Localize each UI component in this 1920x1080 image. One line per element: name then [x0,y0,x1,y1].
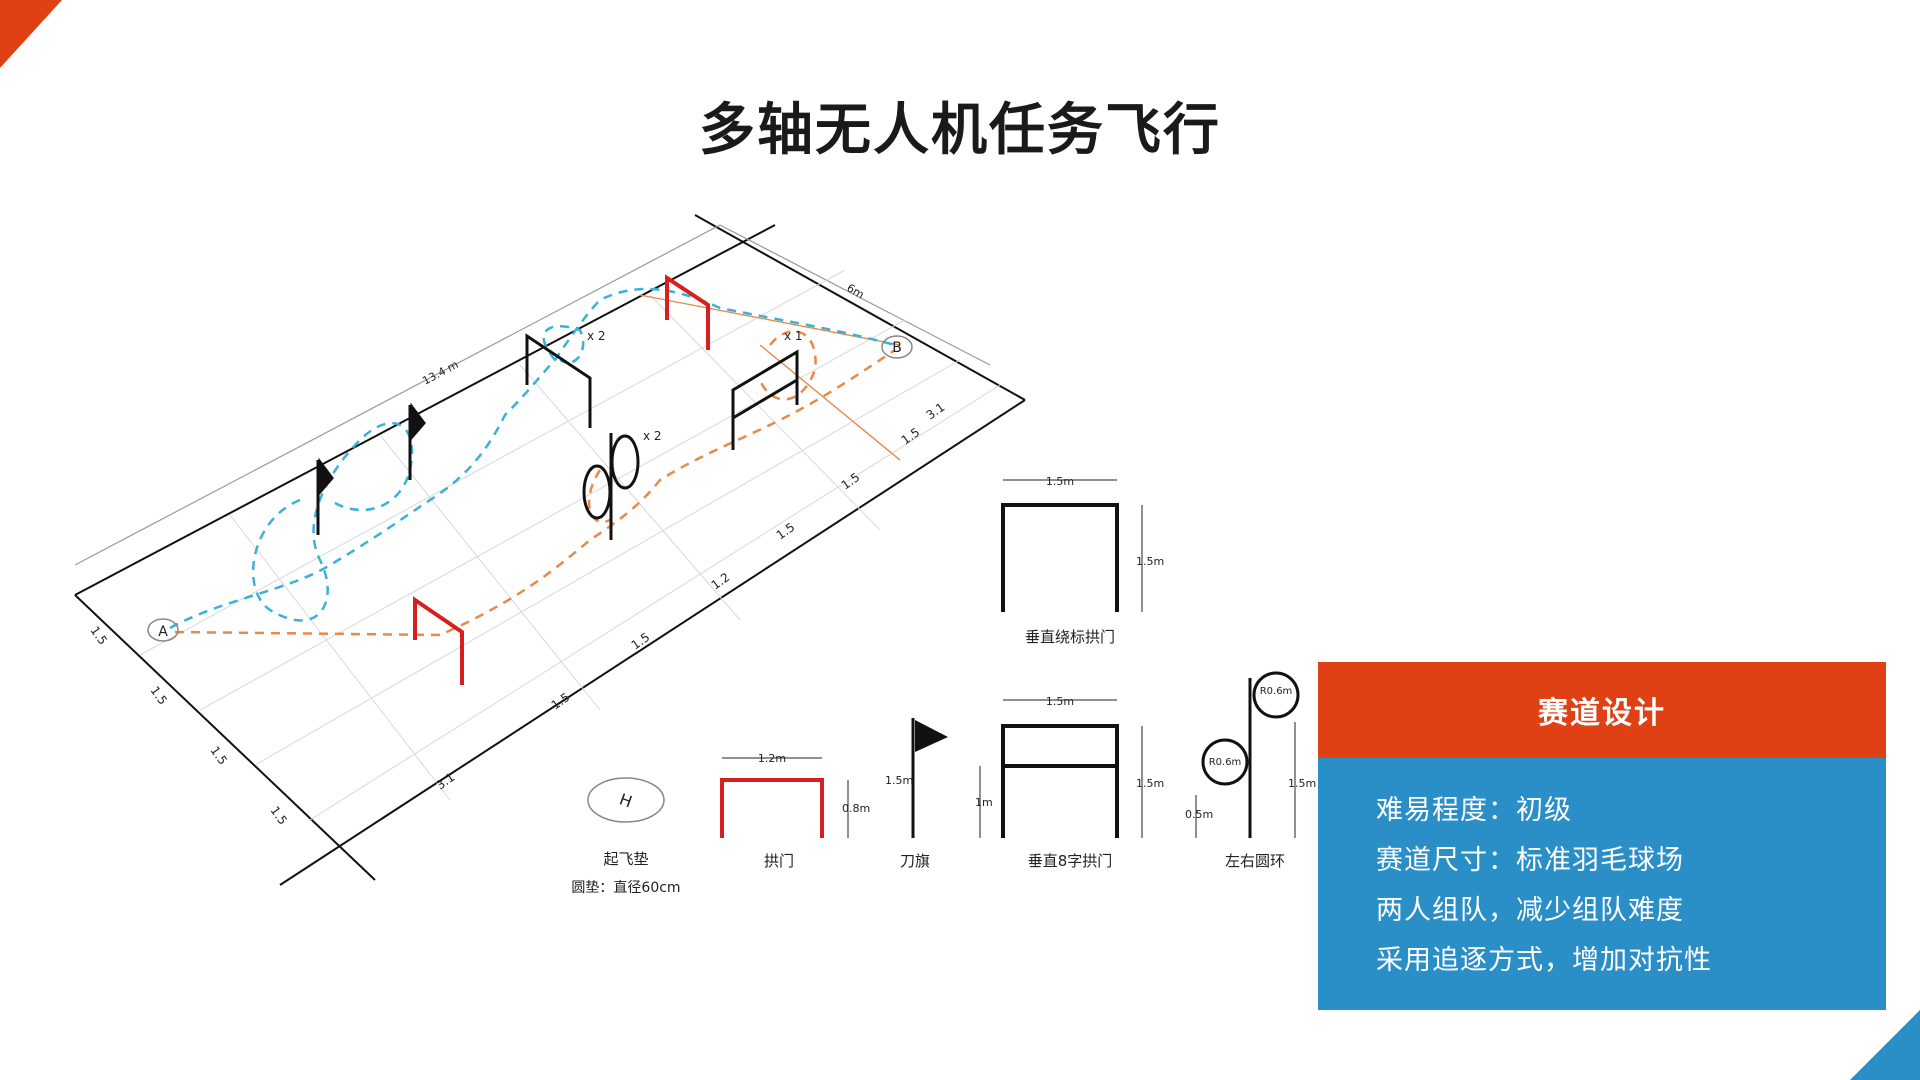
svg-text:1.2m: 1.2m [758,752,786,765]
field-grid [139,269,1001,821]
black-gate-top [525,333,592,428]
flag-left [316,457,334,535]
legend-takeoff-pad: H 起飞垫 圆垫：直径60cm [571,777,681,896]
svg-text:1.5: 1.5 [839,470,863,492]
figure8-gate-field [731,349,799,450]
svg-text:1.5m: 1.5m [885,774,913,787]
page-title: 多轴无人机任务飞行 [699,98,1221,163]
info-panel-body: 难易程度：初级 赛道尺寸：标准羽毛球场 两人组队，减少组队难度 采用追逐方式，增… [1318,758,1886,1010]
svg-text:1.5: 1.5 [899,425,923,447]
legend-rings: R0.6m R0.6m 1.5m 0.5m 左右圆环 [1185,671,1316,870]
svg-text:1.5m: 1.5m [1136,555,1164,568]
svg-text:3.1: 3.1 [924,400,948,422]
corner-decoration-bottom-right [1850,1010,1920,1080]
svg-text:圆垫：直径60cm: 圆垫：直径60cm [571,879,680,896]
svg-text:13.4 m: 13.4 m [420,358,460,388]
svg-text:1.5m: 1.5m [1046,695,1074,708]
svg-text:1.5: 1.5 [549,690,573,712]
course-diagram: A B 13.4 m 6m 3.1 3.1 1.5 1.5 1.5 1.5 1.… [74,214,1316,896]
svg-text:垂直8字拱门: 垂直8字拱门 [1028,852,1113,870]
svg-text:R0.6m: R0.6m [1209,757,1242,768]
info-panel: 赛道设计 难易程度：初级 赛道尺寸：标准羽毛球场 两人组队，减少组队难度 采用追… [1318,662,1886,1010]
svg-text:拱门: 拱门 [764,852,794,870]
corner-decoration-top-left [0,0,62,68]
svg-text:左右圆环: 左右圆环 [1225,852,1285,870]
start-point-a: A [147,618,179,642]
info-panel-header: 赛道设计 [1318,662,1886,758]
flag-right [408,402,426,480]
legend-arch: 1.2m 0.8m 拱门 [720,752,870,870]
red-arch-bottom [413,596,464,685]
svg-text:1.5m: 1.5m [1136,777,1164,790]
svg-text:1.5m: 1.5m [1288,777,1316,790]
info-line: 赛道尺寸：标准羽毛球场 [1376,845,1684,876]
svg-text:x 1: x 1 [784,329,803,343]
blue-flight-path [169,287,896,630]
svg-text:R0.6m: R0.6m [1260,686,1293,697]
svg-text:1.5: 1.5 [629,630,653,652]
svg-text:1.5: 1.5 [148,684,170,708]
svg-text:H: H [617,789,635,811]
orange-flight-path [174,348,896,637]
info-line: 两人组队，减少组队难度 [1376,895,1684,926]
legend-flag: 1.5m 刀旗 [885,718,948,870]
field-outline [74,214,1026,886]
info-line: 采用追逐方式，增加对抗性 [1376,945,1712,976]
svg-text:A: A [158,624,168,640]
svg-text:刀旗: 刀旗 [900,852,930,870]
svg-text:3.1: 3.1 [434,770,458,792]
dimension-lines [74,224,991,566]
legend-vertical-gate: 1.5m 1.5m 垂直绕标拱门 [1001,475,1164,646]
svg-text:垂直绕标拱门: 垂直绕标拱门 [1025,628,1115,646]
red-arch-top [665,274,710,350]
svg-text:0.8m: 0.8m [842,802,870,815]
svg-text:1.5: 1.5 [208,744,230,768]
svg-text:x 2: x 2 [587,329,606,343]
svg-text:1.5: 1.5 [268,804,290,828]
svg-text:1.5: 1.5 [774,520,798,542]
svg-text:B: B [892,340,902,356]
svg-text:1.5: 1.5 [88,624,110,648]
svg-text:起飞垫: 起飞垫 [603,850,648,868]
svg-text:0.5m: 0.5m [1185,808,1213,821]
info-line: 难易程度：初级 [1376,795,1572,826]
svg-text:x 2: x 2 [643,429,662,443]
legend-figure8-gate: 1.5m 1.5m 1m 垂直8字拱门 [975,695,1164,870]
rings-field [582,433,640,540]
svg-text:6m: 6m [845,281,867,301]
svg-text:1.5m: 1.5m [1046,475,1074,488]
svg-text:1.2: 1.2 [709,570,733,592]
end-point-b: B [881,335,913,359]
svg-text:1m: 1m [975,796,993,809]
